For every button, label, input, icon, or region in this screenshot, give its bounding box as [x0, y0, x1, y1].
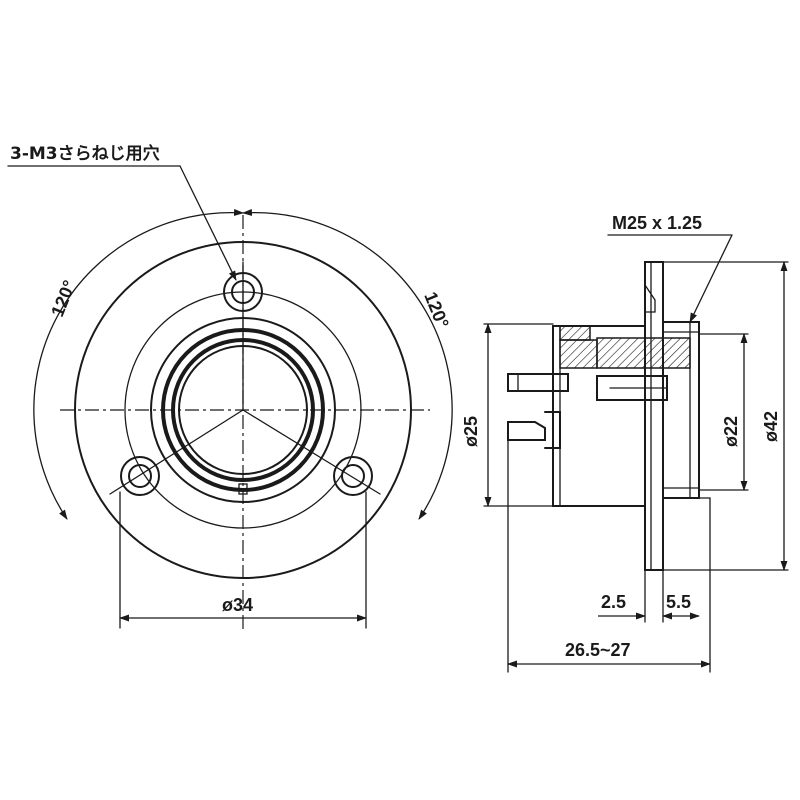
front-view: 120° 120° 3-M3さらねじ用穴 ø34 [7, 143, 453, 630]
thread-note-leader [689, 234, 733, 323]
flange-countersink [644, 284, 656, 313]
angle-arc-right [242, 208, 453, 520]
hole-note-label: 3-M3さらねじ用穴 [10, 143, 160, 164]
contact-pin-upper [507, 373, 569, 392]
solder-lug [544, 411, 561, 449]
dim-label-dia34: ø34 [222, 595, 253, 615]
countersunk-hole-right [333, 456, 373, 496]
side-view: M25 x 1.25 ø25 ø22 ø42 2.5 5.5 26.5~27 [461, 213, 789, 673]
dim-label-2-5: 2.5 [601, 592, 626, 612]
dim-label-dia42: ø42 [761, 411, 781, 442]
section-hatch-nut [559, 325, 591, 341]
dim-label-length: 26.5~27 [565, 640, 631, 660]
hole-note-leader [179, 165, 237, 281]
countersunk-hole-left [120, 456, 160, 496]
section-hatch-upper [596, 337, 691, 369]
dim-label-dia22: ø22 [721, 416, 741, 447]
section-hatch-small [559, 339, 598, 369]
flange-plate [644, 261, 664, 571]
dim-label-dia25: ø25 [461, 416, 481, 447]
radial-line-left [109, 409, 244, 495]
rear-body [552, 325, 646, 507]
angle-arc-left [33, 208, 244, 520]
solder-cup [507, 421, 546, 441]
thread-note-label: M25 x 1.25 [612, 213, 702, 233]
dim-label-5-5: 5.5 [666, 592, 691, 612]
thread-barrel [662, 321, 700, 499]
angle-label-left: 120° [47, 277, 79, 319]
